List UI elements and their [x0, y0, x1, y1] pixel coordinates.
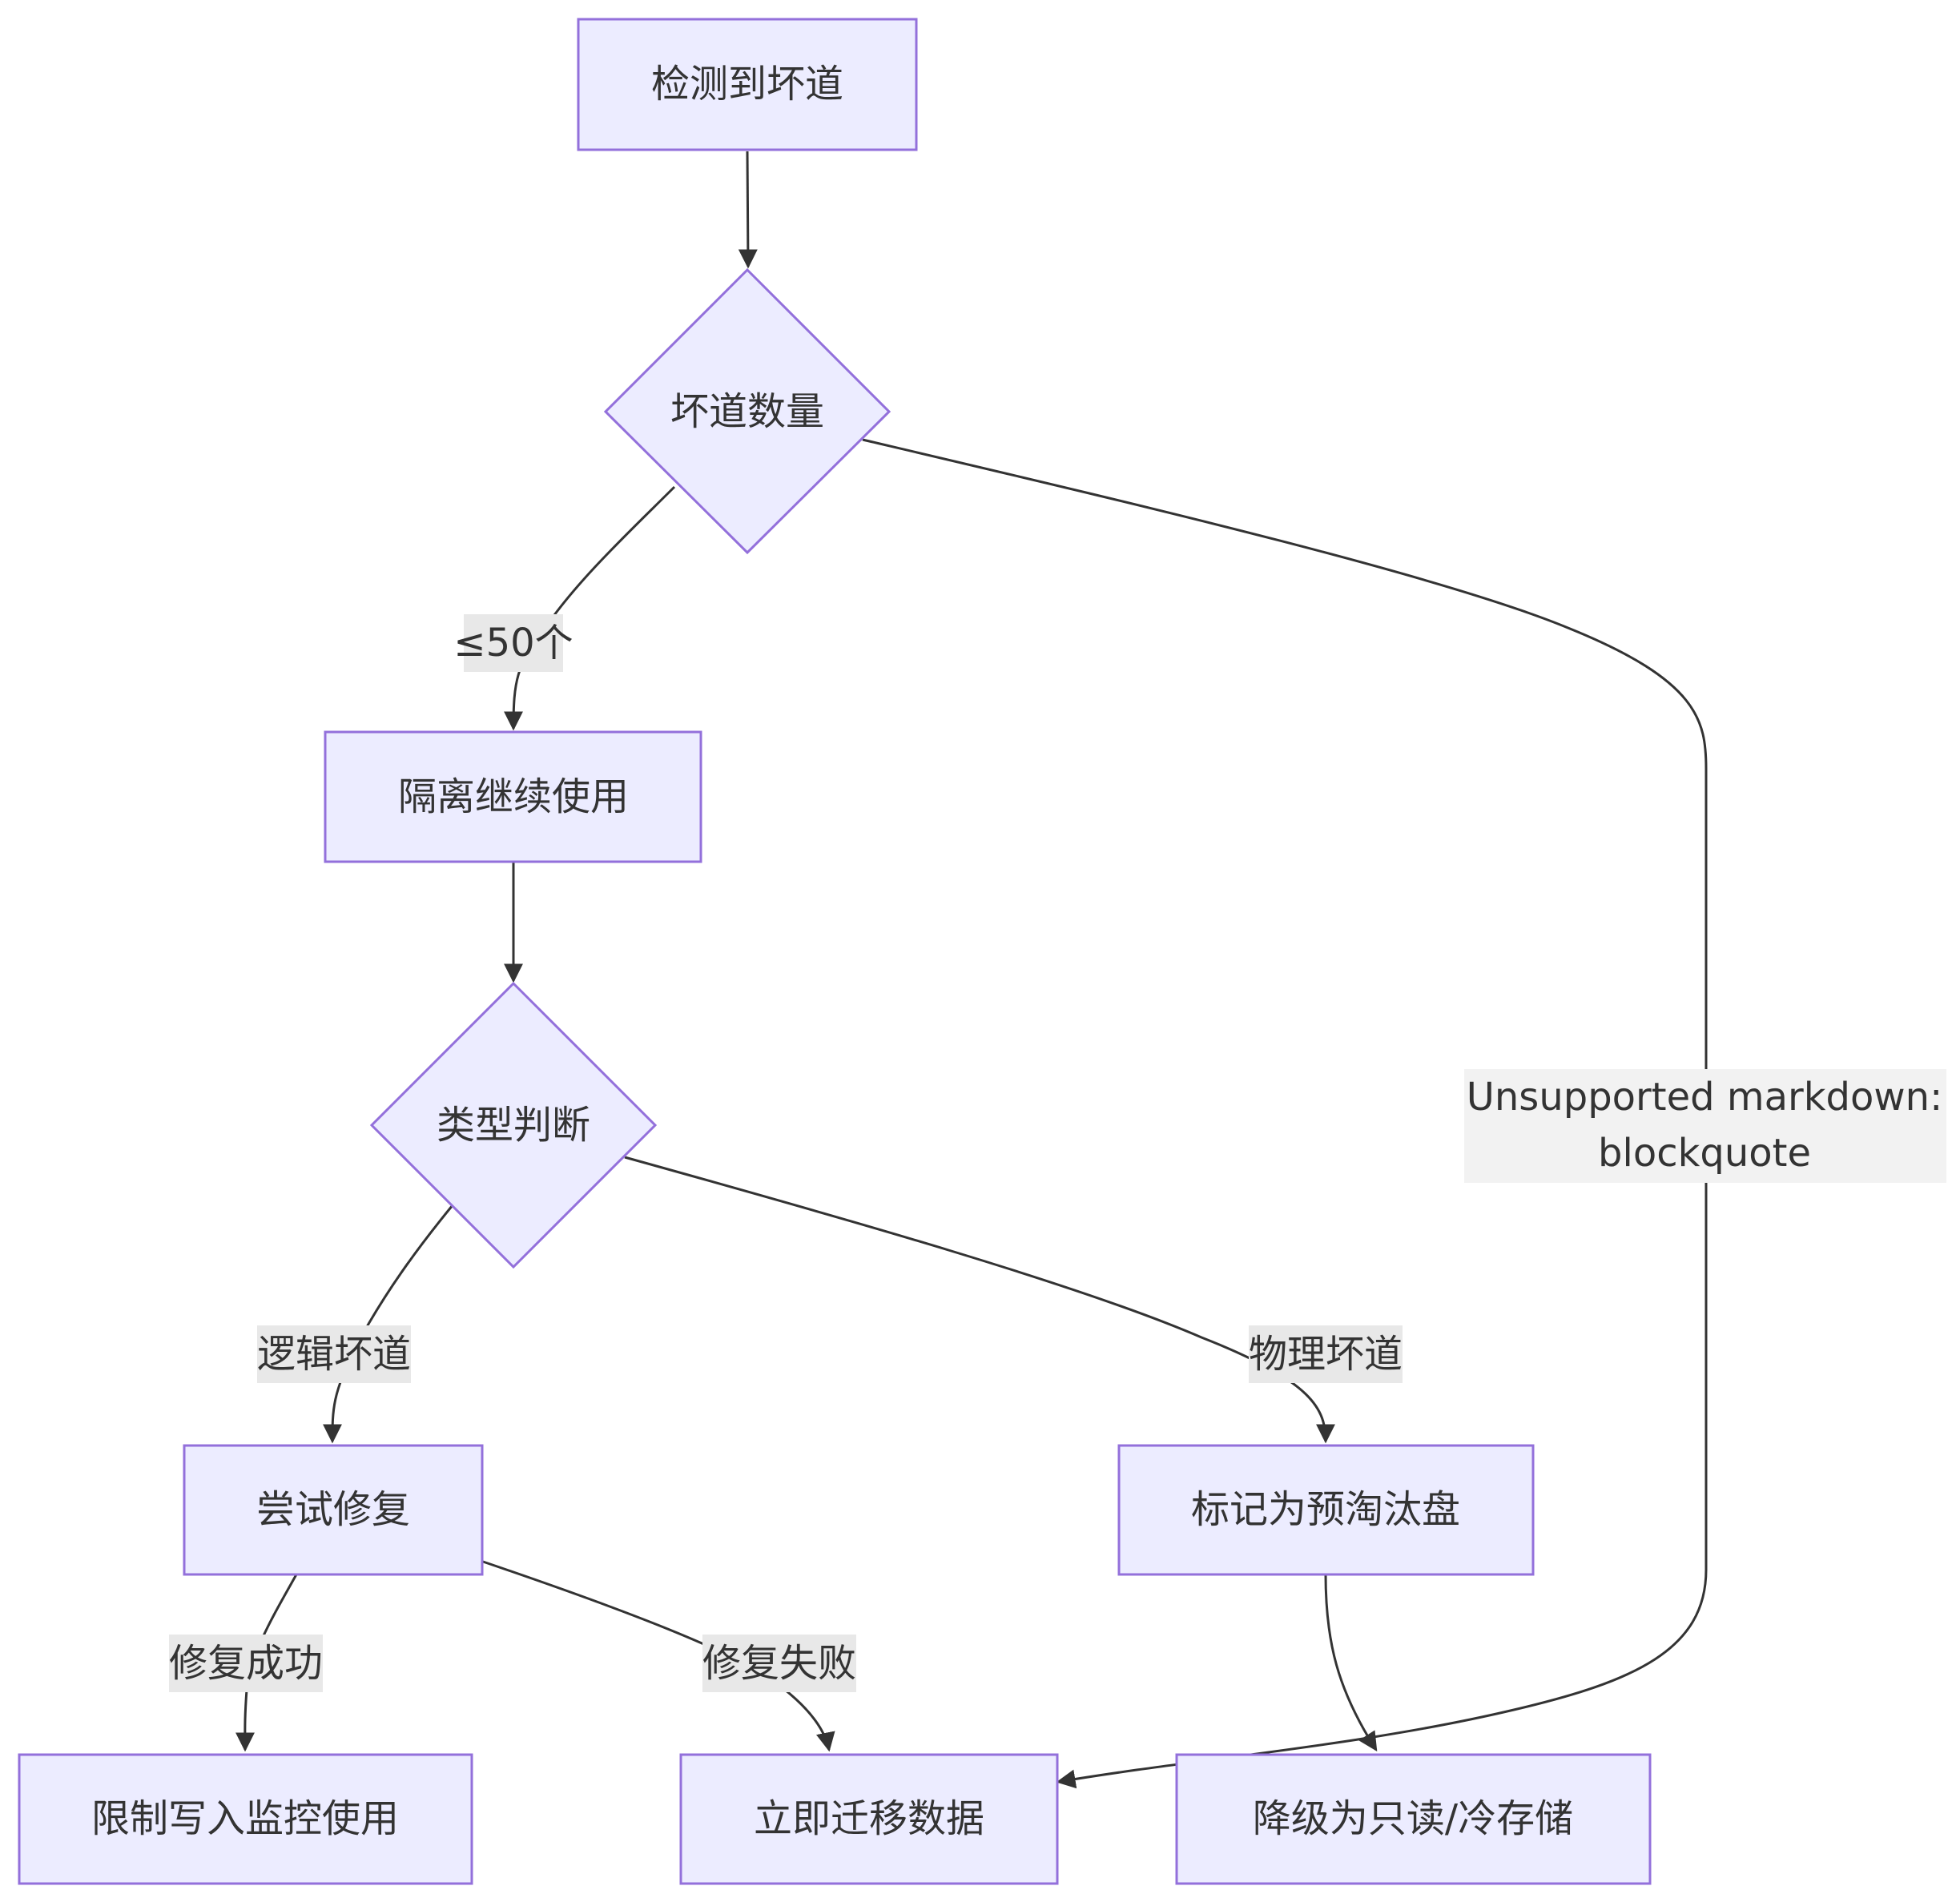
node-limit-label: 限制写入监控使用: [91, 1796, 399, 1841]
node-downgrade[interactable]: 降级为只读/冷存储: [1175, 1753, 1652, 1885]
edge-labels: ≤50个 逻辑坏道 物理坏道 修复成功 修复失败 Unsupported mar…: [169, 614, 1946, 1692]
edge-count-to-isolate: [504, 485, 676, 731]
edge-label-le50-text: ≤50个: [453, 621, 573, 666]
node-downgrade-label: 降级为只读/冷存储: [1253, 1796, 1573, 1841]
node-detect-label: 检测到坏道: [651, 62, 843, 107]
edge-label-le50: ≤50个: [453, 614, 574, 672]
edge-label-repair-fail: 修复失败: [702, 1635, 856, 1692]
edge-label-logical: 逻辑坏道: [257, 1325, 411, 1383]
edge-type-to-mark: [624, 1156, 1335, 1444]
node-migrate-label: 立即迁移数据: [754, 1796, 984, 1841]
edge-label-physical: 物理坏道: [1249, 1325, 1403, 1383]
edge-type-to-repair: [323, 1204, 454, 1444]
edge-mark-to-downgrade: [1324, 1574, 1378, 1752]
node-isolate[interactable]: 隔离继续使用: [324, 730, 702, 863]
node-isolate-label: 隔离继续使用: [398, 774, 629, 819]
edge-label-repair-ok: 修复成功: [169, 1635, 323, 1692]
node-count-label: 坏道数量: [670, 389, 824, 434]
node-detect[interactable]: 检测到坏道: [577, 18, 918, 151]
edge-label-logical-text: 逻辑坏道: [257, 1332, 411, 1377]
node-repair-label: 尝试修复: [256, 1487, 410, 1532]
edge-label-physical-text: 物理坏道: [1249, 1332, 1403, 1377]
node-migrate[interactable]: 立即迁移数据: [679, 1753, 1059, 1885]
node-mark-label: 标记为预淘汰盘: [1191, 1487, 1460, 1532]
node-type-label: 类型判断: [437, 1103, 590, 1148]
edge-label-note-line1: Unsupported markdown:: [1467, 1075, 1943, 1120]
node-count[interactable]: 坏道数量: [603, 267, 891, 555]
edge-label-repair-fail-text: 修复失败: [702, 1641, 856, 1686]
edge-label-note-line2: blockquote: [1598, 1131, 1811, 1176]
node-mark[interactable]: 标记为预淘汰盘: [1117, 1444, 1535, 1576]
edge-count-to-downgrade: [862, 438, 1708, 1789]
edge-label-repair-ok-text: 修复成功: [169, 1641, 323, 1686]
node-type[interactable]: 类型判断: [369, 981, 658, 1269]
node-repair[interactable]: 尝试修复: [183, 1444, 484, 1576]
edge-label-note: Unsupported markdown: blockquote: [1464, 1069, 1946, 1183]
nodes: 检测到坏道 坏道数量 隔离继续使用 类型判断 尝试修复 标记为预淘汰盘 限制写入…: [18, 18, 1652, 1885]
node-limit[interactable]: 限制写入监控使用: [18, 1753, 473, 1885]
edge-detect-to-count: [738, 151, 758, 269]
